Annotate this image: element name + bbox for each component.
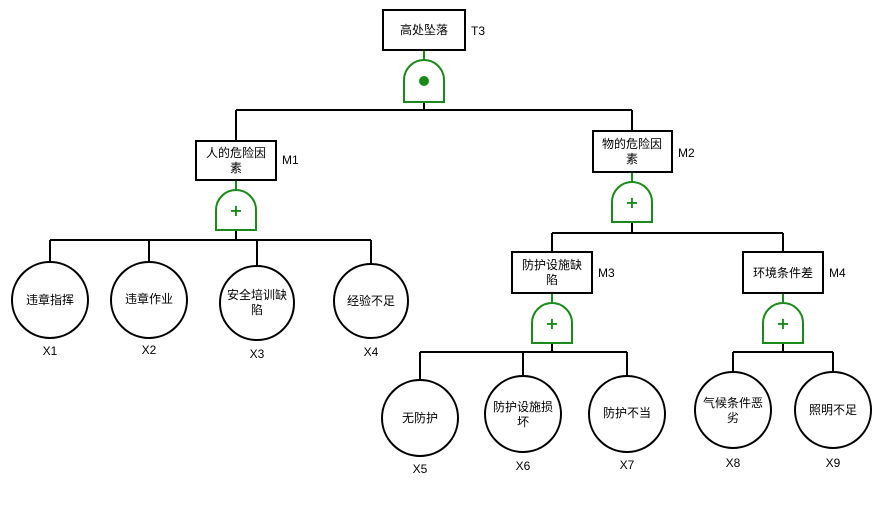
event-id-label: T3: [471, 24, 485, 38]
event-id-label: M3: [598, 266, 615, 280]
event-text-line2: 坏: [517, 415, 529, 429]
event-text-line2: 劣: [727, 411, 739, 425]
event-text: 违章作业: [125, 291, 173, 306]
or-gate-icon: +: [545, 314, 558, 333]
event-text: 防护不当: [603, 405, 651, 420]
intermediate-event-m3[interactable]: 防护设施缺 陷 M3: [511, 251, 615, 294]
event-text-line2: 陷: [546, 272, 558, 287]
event-text: 违章指挥: [26, 292, 74, 307]
or-gate-m2[interactable]: +: [611, 181, 653, 223]
event-text-line1: 安全培训缺: [227, 287, 287, 302]
intermediate-event-m1[interactable]: 人的危险因 素 M1: [195, 140, 299, 181]
and-gate-t3[interactable]: [403, 59, 445, 103]
event-id-label: M4: [829, 266, 846, 280]
connectors: [49, 50, 834, 380]
basic-event-x9[interactable]: 照明不足 X9: [794, 371, 872, 470]
or-gate-m3[interactable]: +: [531, 302, 573, 344]
event-id-label: X7: [620, 458, 635, 472]
or-gate-m1[interactable]: +: [215, 189, 257, 231]
event-text: 无防护: [402, 410, 438, 425]
or-gate-icon: +: [229, 201, 242, 220]
basic-event-x8[interactable]: 气候条件恶 劣 X8: [694, 371, 772, 470]
event-id-label: X1: [43, 344, 58, 358]
intermediate-event-m4[interactable]: 环境条件差 M4: [742, 251, 846, 294]
basic-event-x5[interactable]: 无防护 X5: [381, 379, 459, 476]
event-text-line1: 气候条件恶: [703, 395, 763, 410]
basic-event-x2[interactable]: 违章作业 X2: [110, 261, 188, 357]
event-text: 高处坠落: [400, 22, 448, 37]
event-id-label: X9: [826, 456, 841, 470]
event-text-line1: 人的危险因: [206, 145, 266, 160]
basic-event-x4[interactable]: 经验不足 X4: [333, 263, 409, 359]
event-text-line1: 物的危险因: [602, 136, 662, 151]
basic-event-x3[interactable]: 安全培训缺 陷 X3: [219, 265, 295, 361]
event-text-line1: 防护设施损: [493, 399, 553, 414]
event-text: 照明不足: [809, 403, 857, 417]
basic-event-x6[interactable]: 防护设施损 坏 X6: [484, 375, 562, 473]
event-text: 经验不足: [347, 293, 395, 308]
or-gate-m4[interactable]: +: [762, 302, 804, 344]
basic-event-x7[interactable]: 防护不当 X7: [588, 375, 666, 472]
event-id-label: X6: [516, 459, 531, 473]
event-id-label: X4: [364, 345, 379, 359]
event-id-label: M1: [282, 153, 299, 167]
event-id-label: M2: [678, 146, 695, 160]
event-text-line2: 素: [626, 152, 638, 166]
event-id-label: X5: [413, 462, 428, 476]
event-text-line2: 陷: [251, 302, 263, 317]
event-id-label: X2: [142, 343, 157, 357]
event-text: 环境条件差: [753, 265, 813, 280]
event-id-label: X8: [726, 456, 741, 470]
or-gate-icon: +: [776, 314, 789, 333]
basic-event-x1[interactable]: 违章指挥 X1: [11, 261, 89, 358]
top-event-t3[interactable]: 高处坠落 T3: [382, 9, 485, 51]
event-id-label: X3: [250, 347, 265, 361]
event-text-line2: 素: [230, 161, 242, 175]
event-text-line1: 防护设施缺: [522, 257, 582, 272]
or-gate-icon: +: [625, 193, 638, 212]
intermediate-event-m2[interactable]: 物的危险因 素 M2: [592, 130, 695, 173]
and-gate-icon: [419, 76, 429, 86]
